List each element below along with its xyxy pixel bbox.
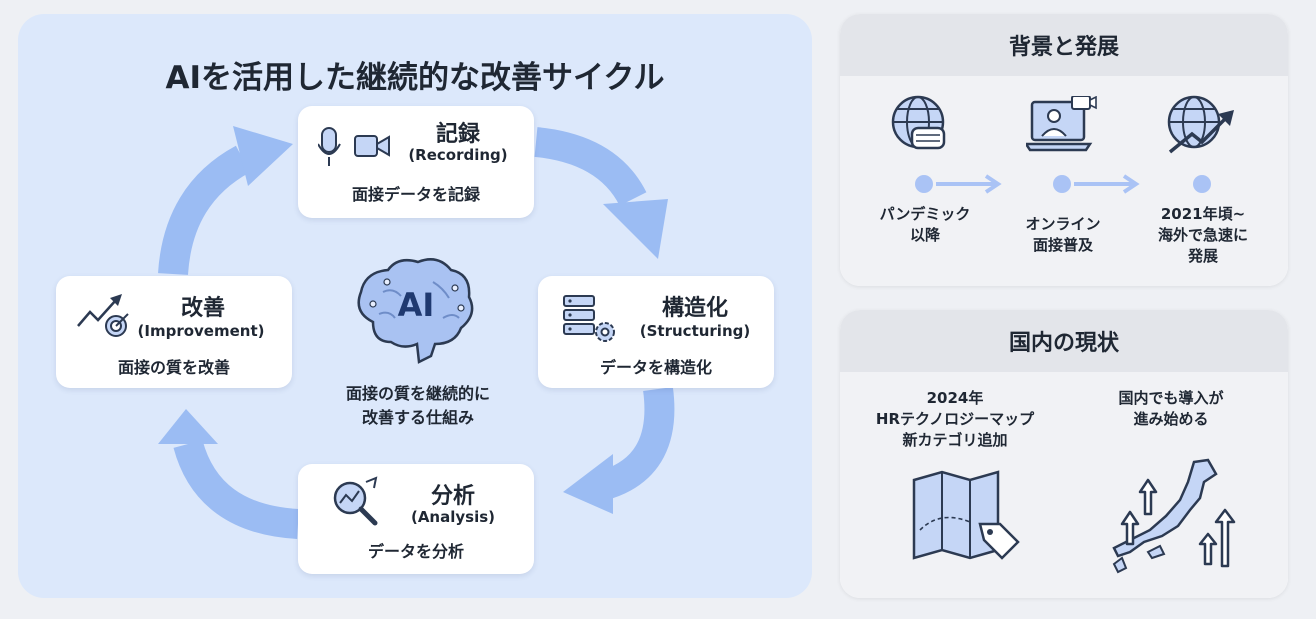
laptop-video-icon bbox=[1026, 96, 1097, 152]
domestic-line: HRテクノロジーマップ bbox=[875, 410, 1035, 428]
cycle-arrow-improvement-to-record bbox=[158, 145, 251, 276]
step-label-line: 発展 bbox=[1187, 247, 1218, 265]
globe-growth-icon bbox=[1167, 95, 1234, 154]
center-caption-line2: 改善する仕組み bbox=[361, 408, 474, 427]
step-label-line: 以降 bbox=[909, 226, 940, 244]
domestic-line: 進み始める bbox=[1133, 410, 1209, 428]
background-step-global-growth: 2021年頃~ 海外で急速に 発展 bbox=[1128, 204, 1278, 267]
stage-description: データを分析 bbox=[367, 542, 464, 561]
video-camera-icon bbox=[354, 135, 390, 157]
step-label-line: 面接普及 bbox=[1032, 236, 1093, 254]
domestic-item-adoption: 国内でも導入が 進み始める bbox=[1076, 388, 1266, 430]
center-caption-line1: 面接の質を継続的に bbox=[345, 384, 490, 403]
trend-target-icon bbox=[77, 294, 129, 337]
background-step-pandemic: パンデミック 以降 bbox=[850, 204, 1000, 246]
ai-brain-icon: AI bbox=[357, 258, 474, 364]
stage-description: データを構造化 bbox=[599, 358, 712, 377]
cycle-arrow-structuring-to-analysis bbox=[602, 387, 675, 499]
cycle-arrow-record-to-structuring-head bbox=[603, 199, 668, 259]
step-label-line: 海外で急速に bbox=[1157, 226, 1248, 244]
center-caption: 面接の質を継続的に 改善する仕組み bbox=[298, 382, 538, 430]
domestic-title: 国内の現状 bbox=[840, 310, 1288, 372]
background-step-online-interview: オンライン 面接普及 bbox=[988, 214, 1138, 256]
domestic-body: 2024年 HRテクノロジーマップ 新カテゴリ追加 国内でも導入が 進み始める bbox=[840, 372, 1288, 598]
microphone-icon bbox=[318, 127, 341, 166]
stage-card-recording: 記録 (Recording) 面接データを記録 bbox=[298, 106, 534, 218]
stage-title: 構造化 bbox=[661, 296, 728, 321]
stage-title: 改善 bbox=[180, 296, 225, 321]
globe-mask-icon bbox=[891, 95, 946, 150]
magnifier-chart-icon bbox=[333, 476, 378, 526]
stage-subtitle: (Structuring) bbox=[639, 322, 751, 340]
cycle-arrows bbox=[158, 126, 675, 539]
timeline-dot bbox=[1053, 175, 1071, 193]
background-title: 背景と発展 bbox=[840, 14, 1288, 76]
stage-card-structuring: 構造化 (Structuring) データを構造化 bbox=[538, 276, 774, 388]
stage-card-improvement: 改善 (Improvement) 面接の質を改善 bbox=[56, 276, 292, 388]
domestic-line: 2024年 bbox=[926, 389, 984, 407]
improvement-cycle-panel: AIを活用した継続的な改善サイクル 記録 (Recording) 面接データを記… bbox=[18, 14, 812, 598]
stage-subtitle: (Recording) bbox=[408, 146, 508, 164]
background-panel: 背景と発展 bbox=[840, 14, 1288, 286]
step-label-line: 2021年頃~ bbox=[1160, 205, 1246, 223]
cycle-title: AIを活用した継続的な改善サイクル bbox=[165, 60, 665, 96]
stage-subtitle: (Analysis) bbox=[410, 508, 496, 526]
domestic-item-hr-map: 2024年 HRテクノロジーマップ 新カテゴリ追加 bbox=[860, 388, 1050, 451]
japan-map-arrows-icon bbox=[1112, 458, 1236, 574]
domestic-line: 新カテゴリ追加 bbox=[902, 431, 1008, 449]
stage-description: 面接データを記録 bbox=[351, 185, 480, 204]
stage-card-analysis: 分析 (Analysis) データを分析 bbox=[298, 464, 534, 574]
stage-description: 面接の質を改善 bbox=[117, 358, 230, 377]
cycle-arrow-analysis-to-improvement-head bbox=[158, 409, 218, 444]
domestic-line: 国内でも導入が bbox=[1118, 389, 1224, 407]
timeline-dot bbox=[915, 175, 933, 193]
ai-brain-label: AI bbox=[398, 286, 435, 324]
map-tag-icon bbox=[912, 470, 1020, 560]
background-body: パンデミック 以降 オンライン 面接普及 2021年頃~ 海外で急速に 発展 bbox=[840, 76, 1288, 286]
timeline-dot bbox=[1193, 175, 1211, 193]
stage-title: 分析 bbox=[430, 484, 475, 509]
cycle-arrow-improvement-to-record-head bbox=[233, 126, 293, 186]
cycle-arrow-record-to-structuring bbox=[534, 127, 647, 207]
server-gear-icon bbox=[563, 295, 615, 342]
step-label-line: パンデミック bbox=[879, 205, 971, 223]
stage-title: 記録 bbox=[435, 122, 480, 147]
step-label-line: オンライン bbox=[1025, 215, 1101, 233]
domestic-panel: 国内の現状 2024年 HRテクノロジーマップ 新カテゴリ追加 国内でも導入が … bbox=[840, 310, 1288, 598]
stage-subtitle: (Improvement) bbox=[137, 322, 265, 340]
cycle-arrow-structuring-to-analysis-head bbox=[563, 454, 613, 514]
timeline bbox=[915, 174, 1211, 194]
cycle-arrow-analysis-to-improvement bbox=[173, 439, 300, 539]
